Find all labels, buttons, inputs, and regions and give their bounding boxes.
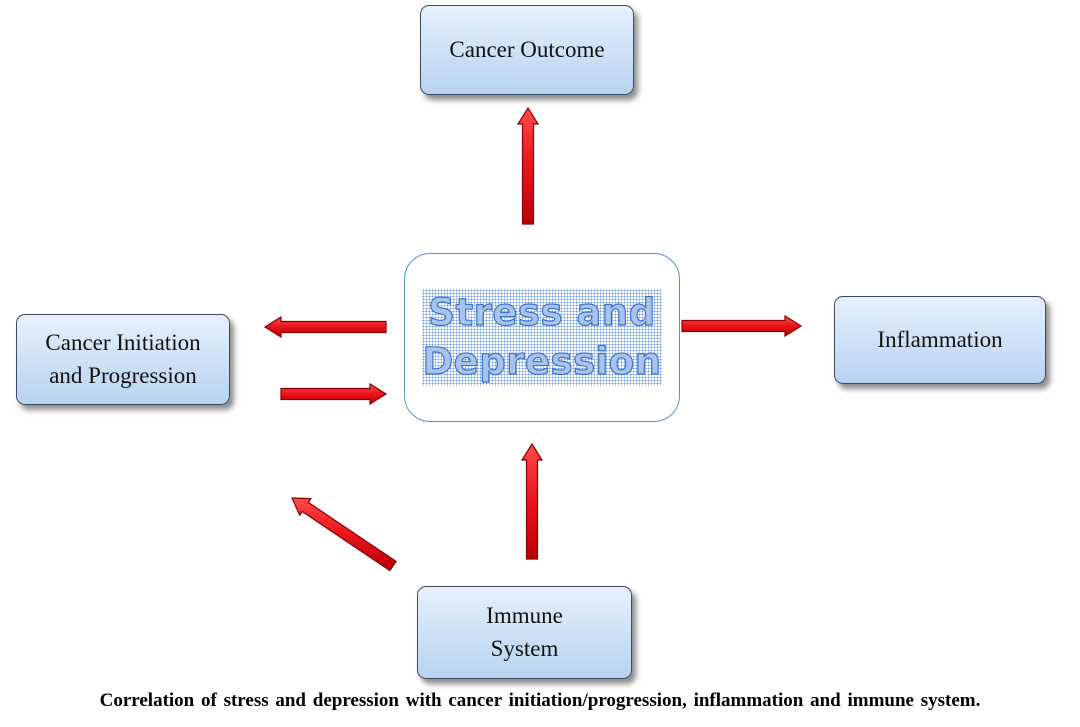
inflammation-box: Inflammation xyxy=(834,296,1046,384)
arrow-stress-to-initiation xyxy=(263,315,387,339)
stress-depression-line2: Depression xyxy=(422,339,662,383)
cancer-outcome-box: Cancer Outcome xyxy=(420,5,634,95)
stress-depression-line1: Stress and xyxy=(428,291,656,335)
immune-system-box: Immune System xyxy=(417,586,632,679)
arrow-initiation-to-stress xyxy=(280,382,388,406)
immune-system-label-line2: System xyxy=(490,635,559,661)
arrow-immune-to-initiation xyxy=(291,497,397,572)
immune-system-label-line1: Immune xyxy=(486,603,563,629)
inflammation-label: Inflammation xyxy=(877,326,1003,352)
cancer-initiation-label-line2: and Progression xyxy=(49,362,197,388)
arrow-stress-to-inflammation xyxy=(681,314,803,338)
cancer-initiation-box: Cancer Initiation and Progression xyxy=(16,314,230,405)
figure-caption: Correlation of stress and depression wit… xyxy=(99,690,981,711)
arrow-stress-to-outcome xyxy=(516,106,540,225)
cancer-initiation-label-line1: Cancer Initiation xyxy=(45,330,201,356)
cancer-outcome-label: Cancer Outcome xyxy=(449,36,605,62)
stress-depression-title: Stress and Depression xyxy=(422,289,662,386)
arrow-immune-to-stress xyxy=(520,442,544,560)
stress-depression-box: Stress and Depression xyxy=(404,253,680,422)
